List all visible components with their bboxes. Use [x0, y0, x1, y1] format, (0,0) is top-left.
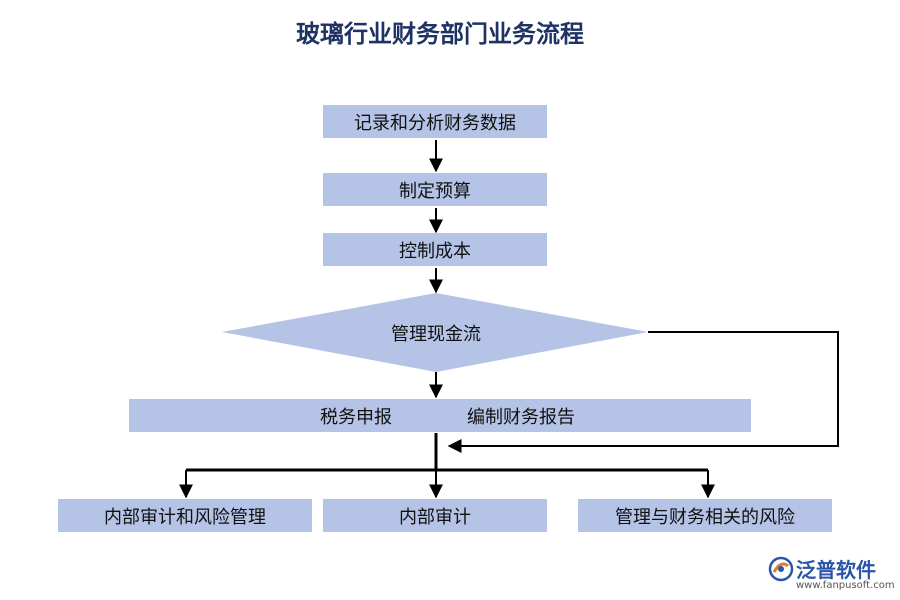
node-internal-audit-label: 内部审计: [399, 506, 471, 528]
node-tax-report-bar: 税务申报 编制财务报告: [129, 399, 751, 432]
node-cash-flow-label: 管理现金流: [391, 324, 481, 345]
node-report-label: 编制财务报告: [467, 406, 575, 428]
node-finance-risk: 管理与财务相关的风险: [578, 499, 832, 532]
node-control-cost-label: 控制成本: [399, 240, 471, 262]
page-title: 玻璃行业财务部门业务流程: [296, 20, 584, 48]
node-audit-risk: 内部审计和风险管理: [58, 499, 312, 532]
node-cash-flow: 管理现金流: [336, 317, 536, 349]
fanpu-logo-url: www.fanpusoft.com: [796, 580, 895, 591]
node-record-analyze-label: 记录和分析财务数据: [354, 112, 516, 134]
arrow-cash-loop: [447, 331, 839, 453]
node-control-cost: 控制成本: [323, 233, 547, 266]
node-internal-audit: 内部审计: [323, 499, 547, 532]
node-tax-label: 税务申报: [320, 406, 392, 428]
node-audit-risk-label: 内部审计和风险管理: [104, 506, 266, 528]
node-finance-risk-label: 管理与财务相关的风险: [615, 506, 795, 528]
node-record-analyze: 记录和分析财务数据: [323, 105, 547, 138]
fanpu-logo-icon: [768, 556, 794, 582]
fanpu-logo: 泛普软件 www.fanpusoft.com: [768, 552, 895, 596]
node-budget-label: 制定预算: [399, 180, 471, 202]
fanpu-logo-name: 泛普软件: [796, 558, 876, 582]
node-budget: 制定预算: [323, 173, 547, 206]
decision-diamond: [222, 293, 648, 372]
